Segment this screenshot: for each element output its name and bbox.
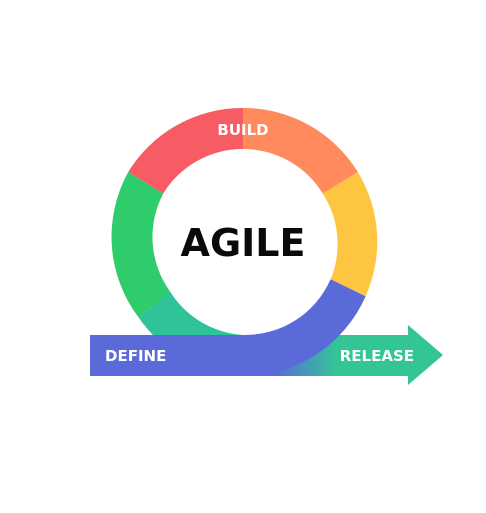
ring-segment-yellow [322, 172, 378, 297]
ring-segment-build-red [128, 107, 243, 194]
ring-segment-green [111, 172, 170, 318]
agile-center-label: AGILE [181, 221, 306, 265]
ring-segment-build-orange [243, 107, 358, 194]
release-label: RELEASE [340, 347, 414, 365]
define-label: DEFINE [105, 347, 166, 365]
build-label: BUILD [217, 121, 268, 139]
ring-to-arrow-sweep [243, 279, 366, 376]
